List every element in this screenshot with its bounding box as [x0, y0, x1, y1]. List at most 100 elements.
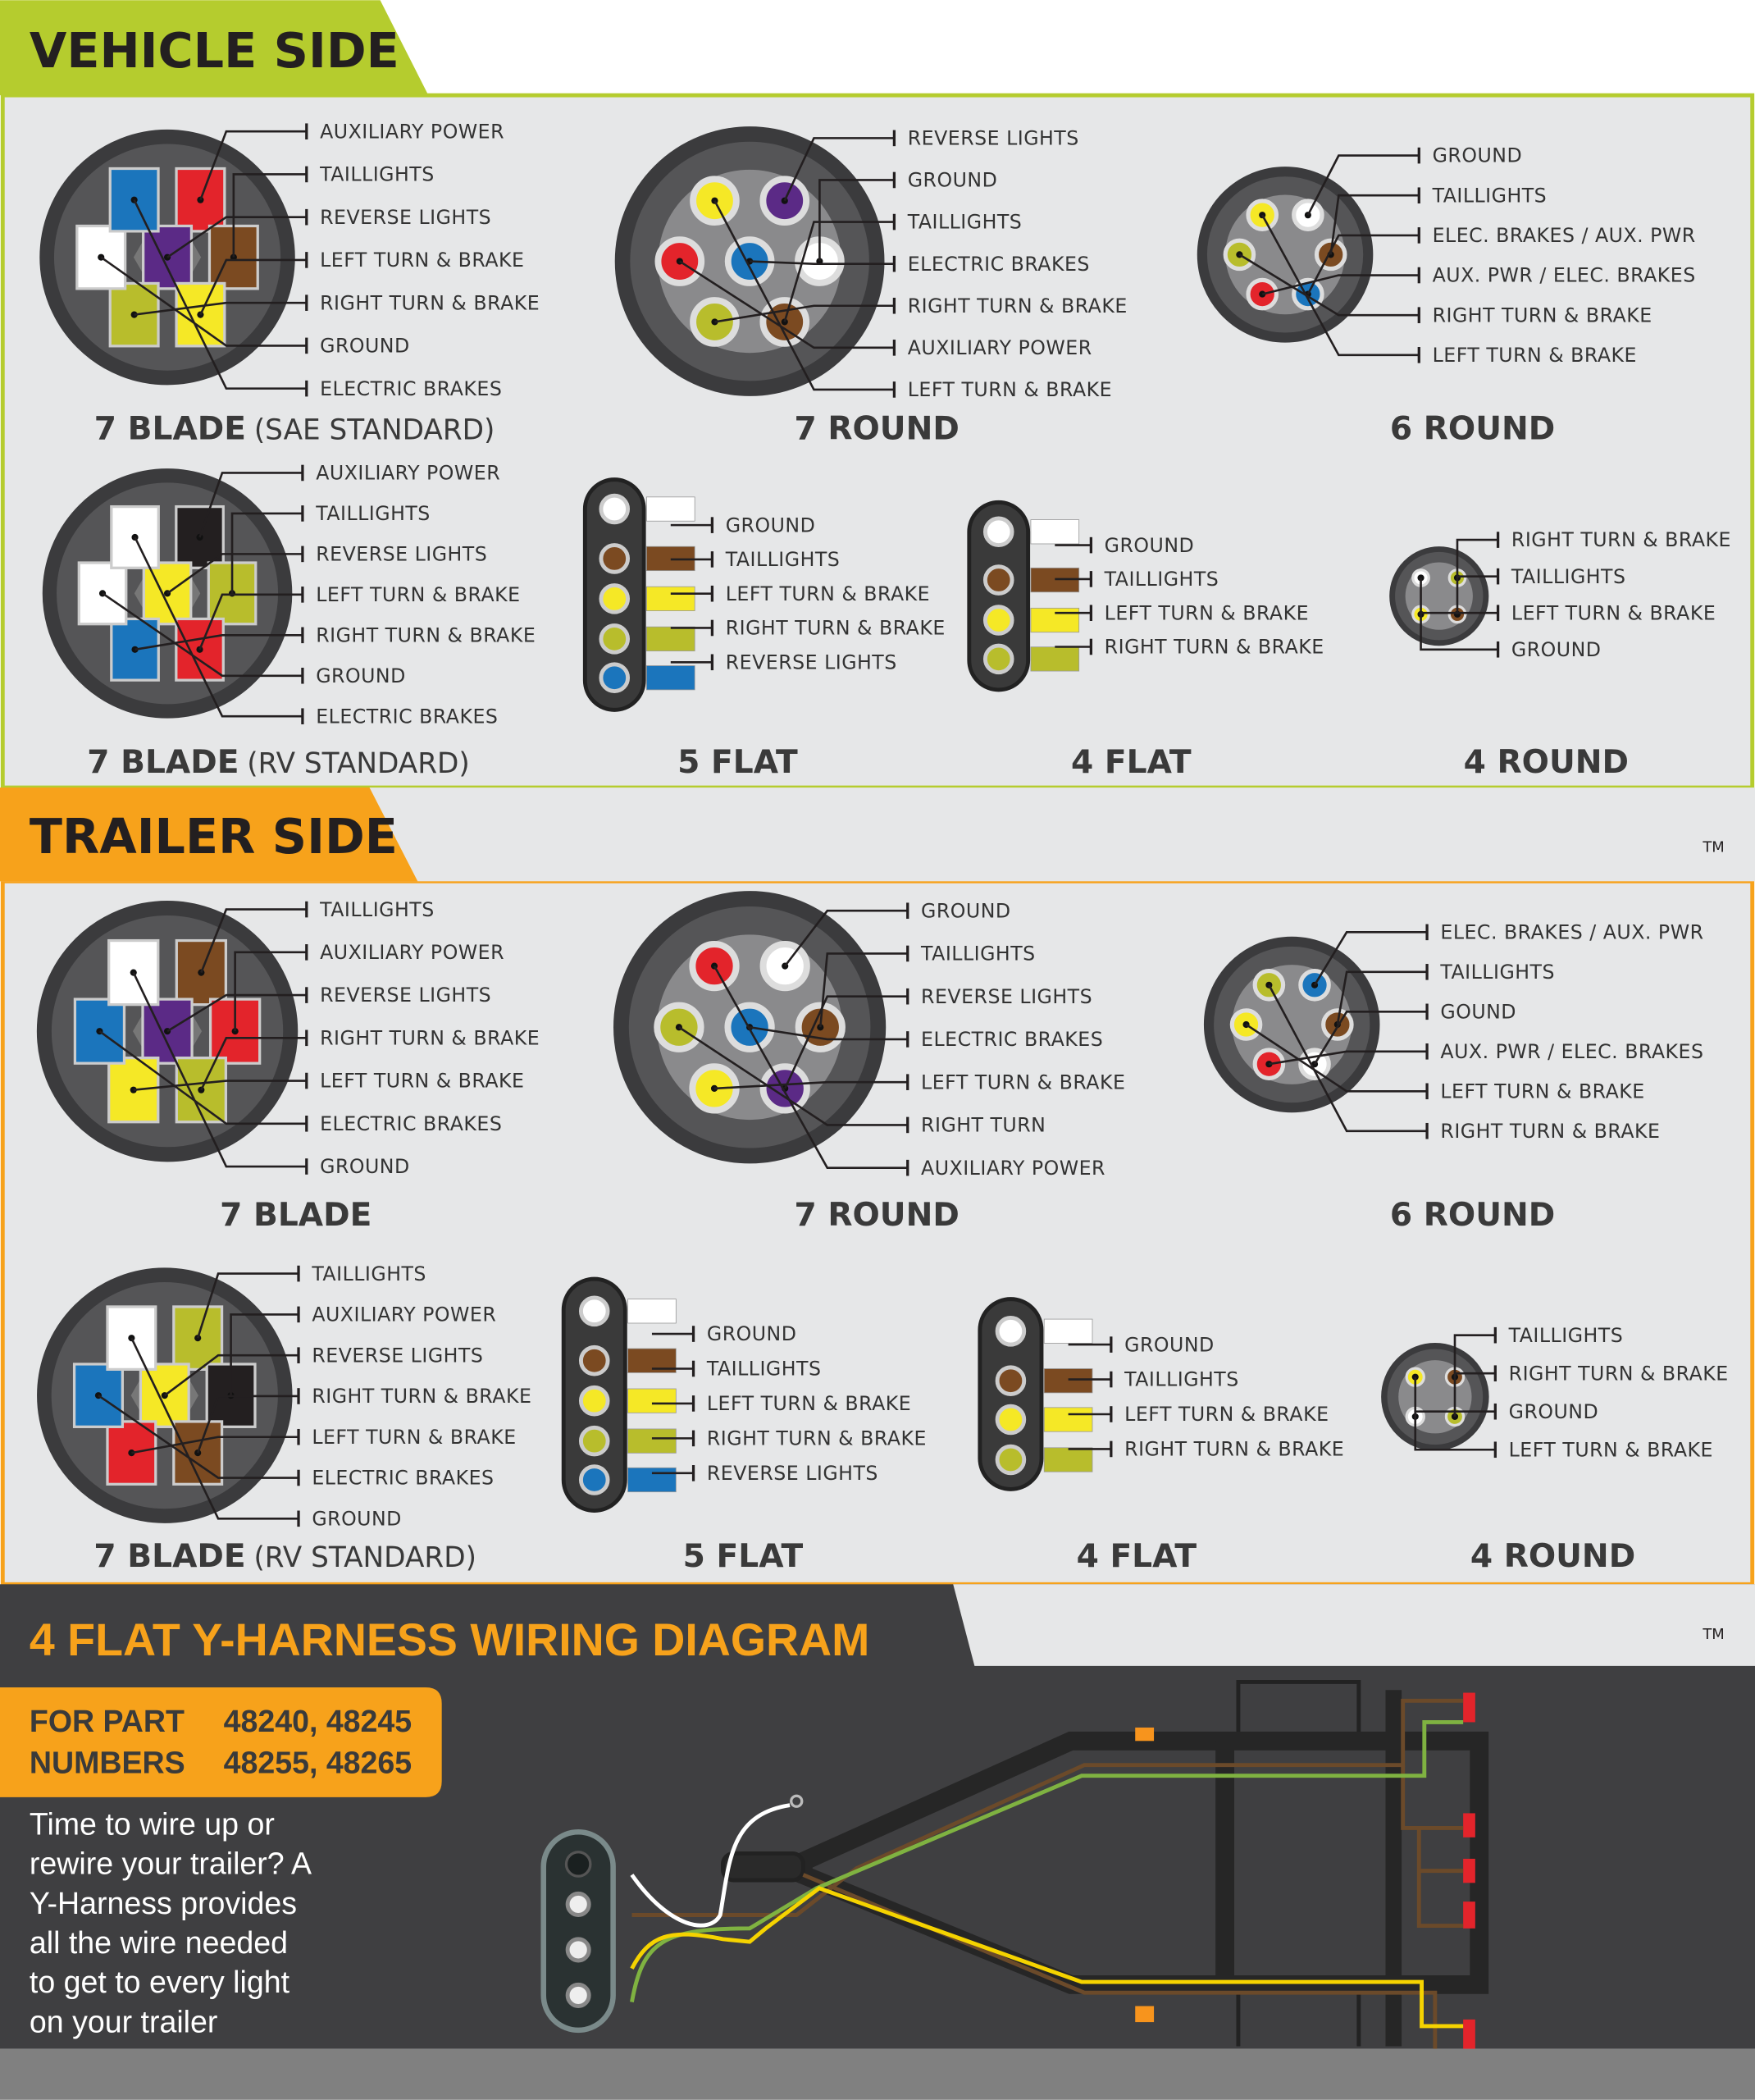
leader-line — [818, 952, 908, 1028]
pin-label: TAILLIGHTS — [1439, 961, 1555, 984]
pin-label: AUXILIARY POWER — [312, 1303, 496, 1326]
leader-line — [133, 1080, 307, 1091]
vehicle-panel — [0, 93, 1755, 790]
part-number-box — [0, 1687, 442, 1797]
pin-white — [578, 1295, 610, 1327]
pin-green — [995, 1444, 1027, 1476]
pin-label: RIGHT TURN & BRAKE — [908, 294, 1128, 317]
pin-label: LEFT TURN & BRAKE — [908, 378, 1112, 401]
pin-label: LEFT TURN & BRAKE — [921, 1071, 1125, 1093]
connector-name: 5 FLAT — [683, 1538, 804, 1575]
leader-line — [133, 199, 307, 390]
leader-line — [1453, 1334, 1496, 1377]
connector-title: 7 BLADE(RV STANDARD) — [93, 1538, 476, 1575]
leader-line — [163, 1354, 299, 1397]
pin-label: REVERSE LIGHTS — [908, 127, 1079, 150]
pin-label: AUXILIARY POWER — [921, 1157, 1105, 1180]
pin-label: TAILLIGHTS — [907, 211, 1023, 234]
trailer-heading-tab — [0, 788, 418, 882]
pin-label: RIGHT TURN & BRAKE — [726, 617, 946, 640]
wire-swatch-yellow — [627, 1388, 677, 1413]
harness-body-line: Time to wire up or — [30, 1807, 275, 1842]
pin-label: TAILLIGHTS — [706, 1358, 822, 1381]
pin-label: ELECTRIC BRAKES — [320, 1112, 502, 1135]
pin-label: ELECTRIC BRAKES — [921, 1028, 1103, 1051]
connector-name: 4 FLAT — [1071, 744, 1192, 781]
connector-title: 4 FLAT — [1071, 744, 1192, 781]
pin-label: GROUND — [707, 1322, 797, 1345]
pin-label: RIGHT TURN & BRAKE — [1105, 636, 1324, 659]
connector-title: 4 ROUND — [1470, 1538, 1635, 1575]
connector-title: 6 ROUND — [1390, 411, 1555, 448]
wire-swatch-blue — [627, 1467, 677, 1493]
pin-yellow — [599, 583, 631, 614]
connector-title: 7 ROUND — [794, 411, 959, 448]
blade-white — [110, 504, 160, 569]
connector-name: 7 ROUND — [794, 1197, 959, 1234]
trailer-connector-7-blade-3: TAILLIGHTS AUXILIARY POWER REVERSE LIGHTS R… — [37, 1262, 531, 1575]
vehicle-heading-tab — [0, 0, 429, 96]
pin-dot — [711, 318, 718, 326]
pin-dot — [1417, 574, 1425, 582]
pin-label: REVERSE LIGHTS — [316, 543, 487, 566]
trademark: TM — [1702, 838, 1724, 856]
part-label-1: FOR PART — [30, 1704, 185, 1738]
connector-name: 4 ROUND — [1464, 744, 1629, 781]
pin-label: LEFT TURN & BRAKE — [1440, 1080, 1644, 1102]
harness-body-line: to get to every light — [30, 1965, 290, 1999]
bottom-strip — [0, 2048, 1755, 2100]
wire-swatch-green — [646, 626, 695, 651]
connector-title: 5 FLAT — [683, 1538, 804, 1575]
leader-line — [713, 200, 895, 391]
wire-swatch-white — [646, 496, 695, 522]
pin-label: GROUND — [1511, 638, 1602, 661]
pin-label: RIGHT TURN & BRAKE — [1509, 1362, 1729, 1385]
pin-label: GROUND — [316, 664, 406, 687]
pin-white — [995, 1316, 1027, 1347]
harness-body-line: Y-Harness provides — [30, 1886, 297, 1920]
leader-line — [783, 221, 895, 322]
pin-label: AUXILIARY POWER — [320, 120, 504, 143]
pin-label: TAILLIGHTS — [725, 548, 841, 571]
pin-label: REVERSE LIGHTS — [312, 1344, 483, 1367]
pin-green — [982, 643, 1014, 675]
pin-label: GROUND — [312, 1507, 402, 1530]
pin-label: RIGHT TURN & BRAKE — [1440, 1120, 1660, 1143]
pin-label: TAILLIGHTS — [1432, 184, 1548, 207]
pin-label: GROUND — [1124, 1333, 1215, 1356]
connector-title: 4 FLAT — [1077, 1538, 1197, 1575]
harness-light-band — [953, 1584, 1755, 1666]
pin-label: ELECTRIC BRAKES — [320, 377, 502, 400]
pin-brown — [982, 564, 1014, 596]
pin-label: RIGHT TURN & BRAKE — [312, 1385, 531, 1408]
pin-label: ELECTRIC BRAKES — [316, 705, 498, 728]
pin-label: TAILLIGHTS — [1511, 565, 1626, 588]
leader-line — [1313, 931, 1428, 986]
pin-label: TAILLIGHTS — [319, 163, 435, 186]
pin-label: ELEC. BRAKES / AUX. PWR — [1433, 224, 1696, 247]
connector-standard: (RV STANDARD) — [247, 747, 470, 780]
pin-label: AUX. PWR / ELEC. BRAKES — [1440, 1040, 1703, 1063]
pin-label: AUX. PWR / ELEC. BRAKES — [1433, 264, 1696, 287]
leader-line — [234, 951, 307, 1032]
pin-label: RIGHT TURN & BRAKE — [1124, 1438, 1344, 1461]
leader-line — [230, 1313, 299, 1396]
pin-label: GROUND — [726, 514, 816, 536]
pin-label: LEFT TURN & BRAKE — [320, 249, 524, 272]
pin-label: TAILLIGHTS — [920, 943, 1036, 966]
leader-line — [230, 512, 303, 594]
leader-line — [134, 301, 307, 316]
wire-swatch-green — [627, 1428, 677, 1454]
connector-name: 7 BLADE — [94, 411, 246, 448]
connector-name: 4 ROUND — [1470, 1538, 1635, 1575]
pin-label: ELEC. BRAKES / AUX. PWR — [1440, 921, 1703, 944]
leader-line — [199, 130, 307, 201]
pin-label: TAILLIGHTS — [311, 1262, 426, 1285]
leader-line — [196, 1272, 299, 1339]
part-numbers-2: 48255, 48265 — [224, 1745, 413, 1779]
